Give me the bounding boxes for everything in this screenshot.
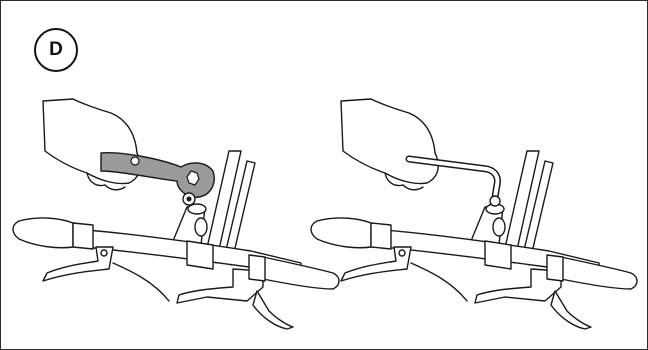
right-panel — [310, 98, 638, 330]
wrench-icon — [100, 151, 215, 206]
right-hand — [340, 98, 439, 191]
left-panel — [12, 98, 340, 330]
allen-key-icon — [405, 155, 501, 207]
left-hand — [42, 98, 141, 191]
step-badge: D — [34, 28, 78, 72]
step-label: D — [49, 39, 63, 60]
